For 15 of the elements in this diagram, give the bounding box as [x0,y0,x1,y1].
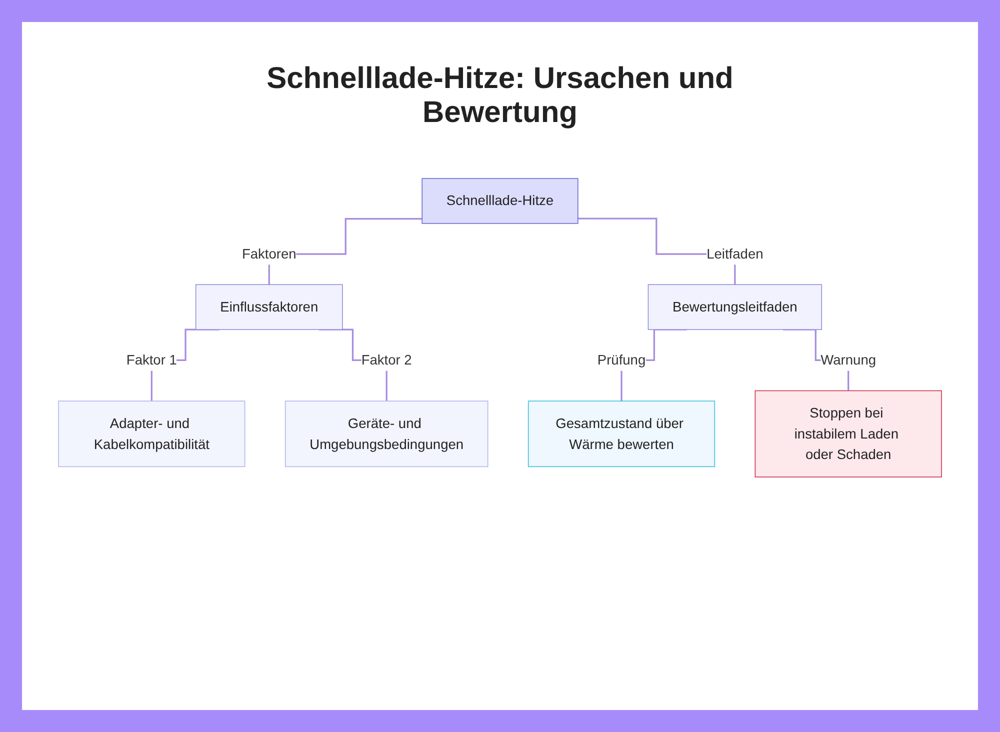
edge-label: Prüfung [597,352,646,368]
edge-label: Warnung [820,352,876,368]
edge-label: Leitfaden [706,246,764,262]
node-box [754,390,942,478]
node-box [284,400,488,468]
node-box [195,284,343,330]
card-background: Schnelllade-Hitze: Ursachen und Bewertung Faktoren Leitfaden Faktor 1 Faktor 2 Prüfung Warnung Schnelllade-Hitze Einflussfaktoren Bewertungsleitfaden Adapter- und Kabelkompatibilität Geräte- und Umgebungsbedingungen Gesamtzustand über Wärme bewerten Stoppen bei instabilem Laden oder Schaden [22,22,978,710]
node-box [648,284,822,330]
diagram-title: Schnelllade-Hitze: Ursachen und Bewertung [266,62,734,130]
node-box [528,400,716,468]
edge-label: Faktor 1 [126,352,177,368]
node-box [58,400,246,468]
edge-label: Faktor 2 [361,352,412,368]
node-box [422,178,578,224]
edge-label: Faktoren [242,246,296,262]
